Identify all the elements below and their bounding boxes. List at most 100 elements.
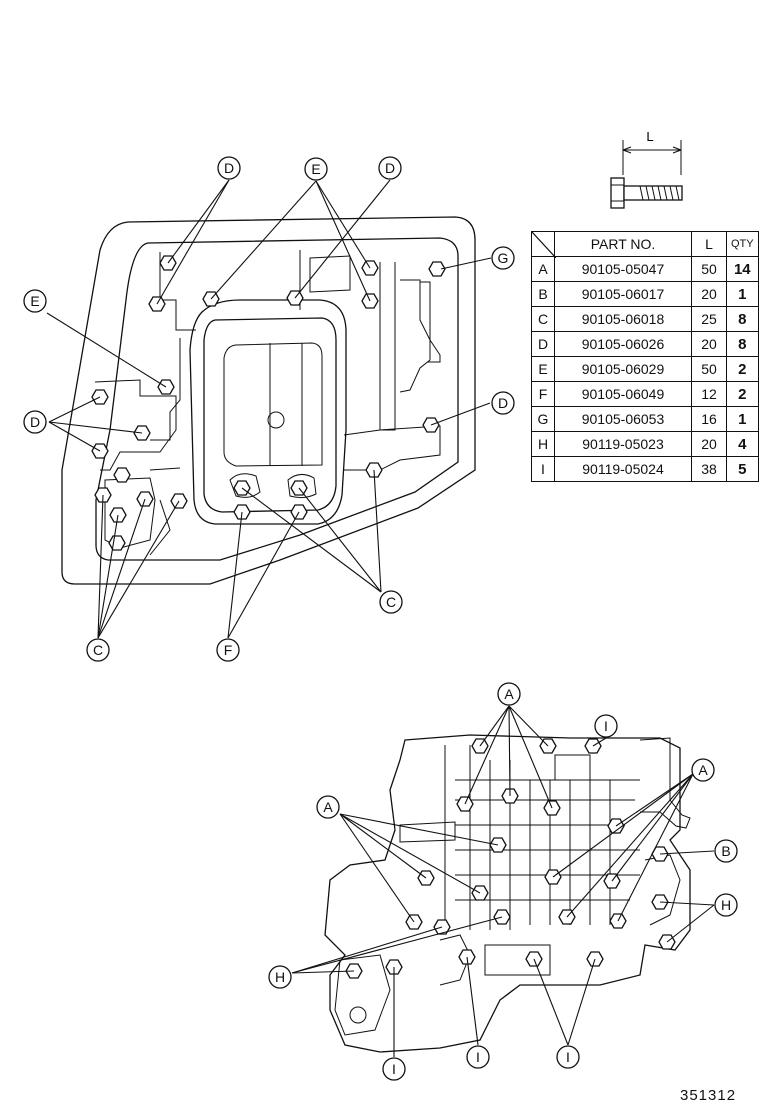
callout-f: F [216,638,240,662]
lower-valve-body [324,734,691,1053]
col-header-length: L [691,231,727,257]
bolt-icon [610,177,683,209]
row-key: D [531,331,555,357]
row-qty: 2 [726,381,759,407]
svg-text:H: H [275,969,285,985]
row-length: 20 [691,331,727,357]
row-key: H [531,431,555,457]
svg-text:B: B [721,843,730,859]
callout-h-1: H [714,893,738,917]
row-length: 25 [691,306,727,332]
svg-text:E: E [311,161,320,177]
callout-g: G [491,246,515,270]
row-part-no: 90105-06049 [554,381,692,407]
svg-text:A: A [323,799,333,815]
row-length: 38 [691,456,727,482]
row-part-no: 90105-06017 [554,281,692,307]
callout-i-3: I [466,1045,490,1069]
svg-text:A: A [504,686,514,702]
row-qty: 2 [726,356,759,382]
row-qty: 1 [726,406,759,432]
drawing-number: 351312 [680,1087,737,1104]
row-part-no: 90105-06018 [554,306,692,332]
callout-a-1: A [497,682,521,706]
row-part-no: 90105-06026 [554,331,692,357]
svg-text:I: I [604,718,608,734]
svg-text:C: C [386,594,396,610]
svg-text:H: H [721,897,731,913]
row-key: E [531,356,555,382]
callout-h-2: H [268,965,292,989]
row-length: 12 [691,381,727,407]
callout-i-1: I [594,714,618,738]
row-key: I [531,456,555,482]
svg-text:F: F [224,642,233,658]
row-length: 16 [691,406,727,432]
row-key: C [531,306,555,332]
row-key: G [531,406,555,432]
row-length: 20 [691,281,727,307]
svg-text:D: D [385,160,395,176]
svg-text:G: G [498,250,509,266]
row-qty: 14 [726,256,759,282]
callout-c-1: C [86,638,110,662]
row-qty: 8 [726,306,759,332]
svg-text:D: D [224,160,234,176]
bolt-illustration: L [610,129,683,209]
callout-e-1: E [304,157,328,181]
svg-text:I: I [476,1049,480,1065]
row-length: 50 [691,356,727,382]
row-part-no: 90105-06053 [554,406,692,432]
col-header-part-no: PART NO. [554,231,692,257]
row-length: 20 [691,431,727,457]
svg-text:D: D [30,414,40,430]
svg-text:A: A [698,762,708,778]
svg-text:C: C [93,642,103,658]
svg-text:I: I [566,1049,570,1065]
callout-b: B [714,839,738,863]
svg-text:I: I [392,1061,396,1077]
row-qty: 8 [726,331,759,357]
row-part-no: 90119-05023 [554,431,692,457]
row-qty: 5 [726,456,759,482]
lower-leaders [291,705,715,1057]
col-header-qty: QTY [726,231,759,257]
dimension-label: L [646,129,653,144]
callout-d-2: D [378,156,402,180]
row-qty: 4 [726,431,759,457]
callout-d-1: D [217,156,241,180]
svg-text:E: E [30,293,39,309]
callout-e-2: E [23,289,47,313]
upper-valve-body [61,216,476,585]
table-corner-cell [531,231,556,258]
row-length: 50 [691,256,727,282]
svg-text:D: D [498,395,508,411]
callout-a-3: A [691,758,715,782]
row-part-no: 90119-05024 [554,456,692,482]
row-key: B [531,281,555,307]
callout-d-3: D [23,410,47,434]
row-qty: 1 [726,281,759,307]
callout-i-4: I [556,1045,580,1069]
callout-i-2: I [382,1057,406,1081]
row-part-no: 90105-05047 [554,256,692,282]
table-header-row: PART NO. L QTY [531,231,759,258]
upper-leaders [46,179,492,639]
row-key: A [531,256,555,282]
row-part-no: 90105-06029 [554,356,692,382]
callout-c-2: C [379,590,403,614]
callout-d-4: D [491,391,515,415]
row-key: F [531,381,555,407]
callout-a-2: A [316,795,340,819]
